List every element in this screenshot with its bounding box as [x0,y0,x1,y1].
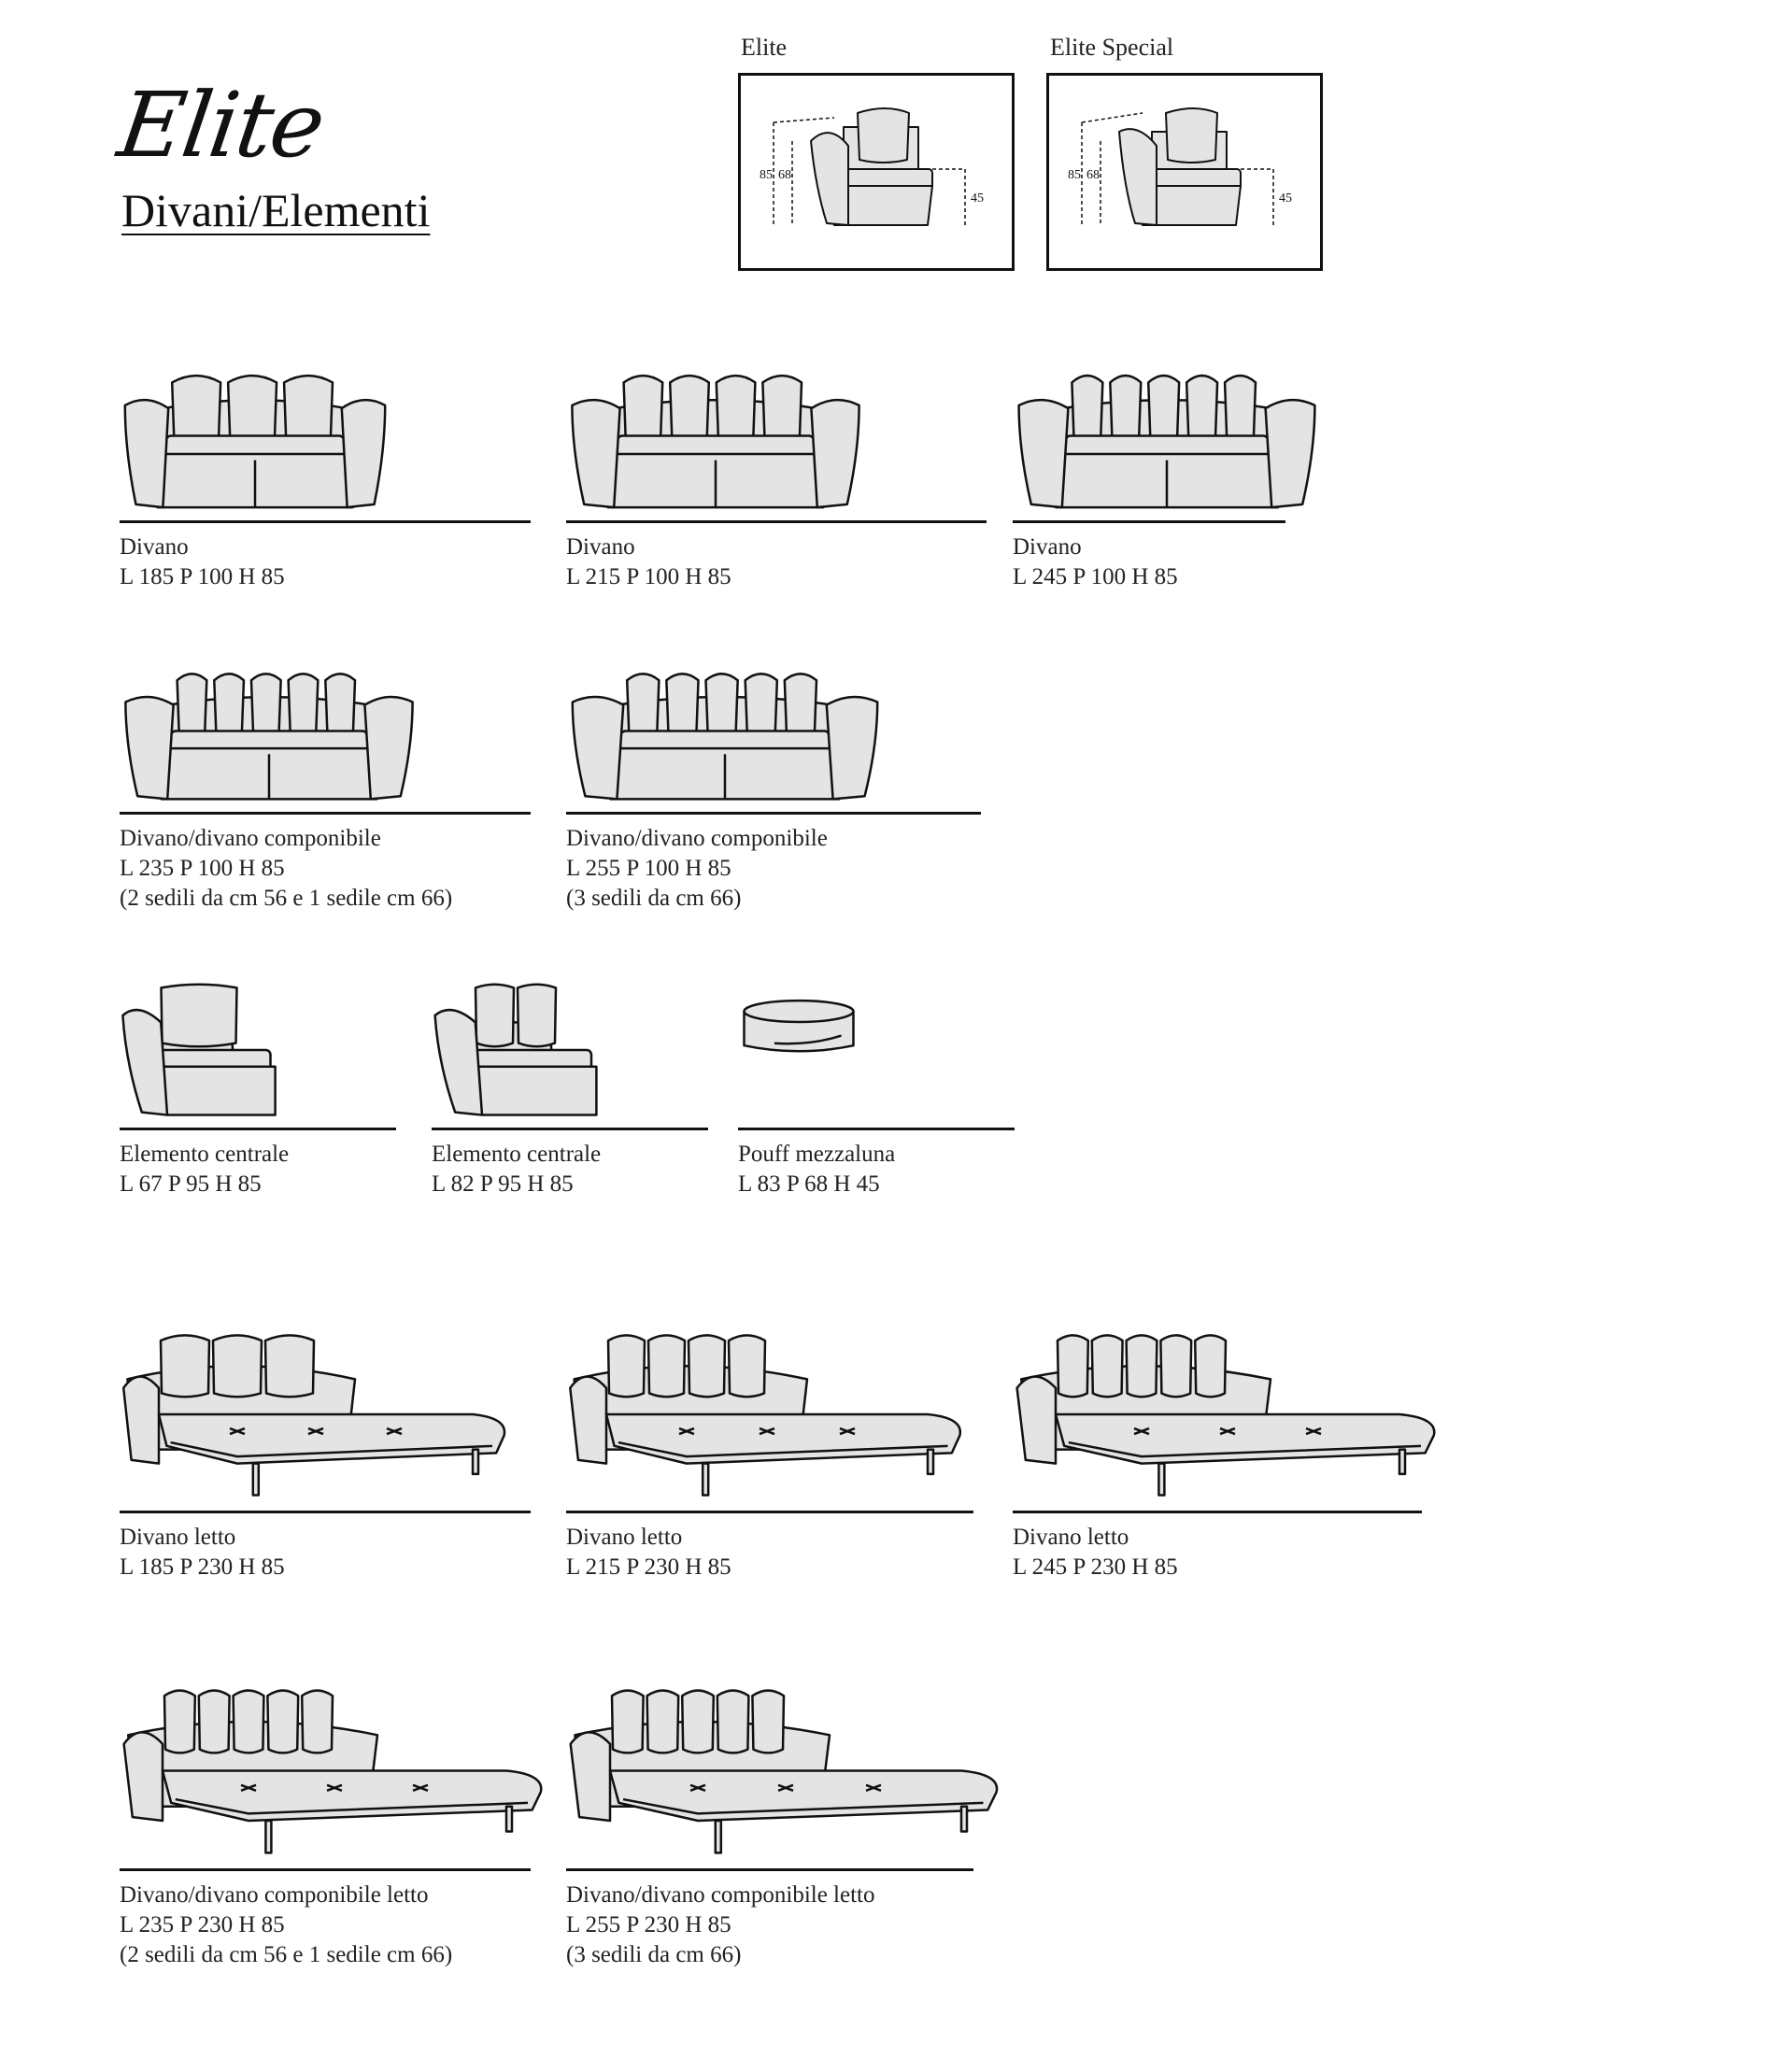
product-name: Pouff mezzaluna [738,1142,896,1167]
product-dimensions: L 255 P 230 H 85 [566,1912,731,1937]
armchair-element-icon [121,983,277,1116]
product-dimensions: L 215 P 100 H 85 [566,564,731,589]
four-seat-sofa-icon [571,374,860,509]
three-seat-sofa-icon [123,374,387,509]
product-dimensions: L 255 P 100 H 85 [566,856,731,881]
product-name: Divano [566,534,635,560]
product-name: Divano [1013,534,1082,560]
product-card: Divano letto L 185 P 230 H 85 [120,1327,531,1582]
product-dimensions: L 245 P 100 H 85 [1013,564,1178,589]
half-moon-pouf-icon [743,999,855,1053]
seat-height-label: 45 [1279,192,1292,206]
sofa-bed-icon [1015,1334,1436,1497]
product-name: Divano letto [1013,1525,1129,1550]
product-dimensions: L 235 P 230 H 85 [120,1912,285,1937]
product-card: Divano L 185 P 100 H 85 [120,360,531,592]
brand-title: Elite [112,73,330,177]
sofa-bed-icon [569,1334,962,1497]
divider [566,1868,973,1871]
divider [738,1128,1015,1130]
variant-label-elite-special: Elite Special [1050,34,1174,61]
modular-sofa-bed-icon [569,1689,999,1854]
product-dimensions: L 82 P 95 H 85 [432,1171,574,1197]
product-card: Divano L 245 P 100 H 85 [1013,360,1316,592]
product-card: Divano L 215 P 100 H 85 [566,360,987,592]
product-name: Divano/divano componibile letto [120,1882,429,1908]
divider [120,1868,531,1871]
divider [566,1511,973,1513]
product-dimensions: L 67 P 95 H 85 [120,1171,262,1197]
product-dimensions: L 185 P 100 H 85 [120,564,285,589]
product-card: Divano/divano componibile L 235 P 100 H 8… [120,659,531,914]
product-card: Elemento centrale L 82 P 95 H 85 [432,981,708,1199]
modular-sofa-bed-icon [122,1689,543,1854]
divider [432,1128,708,1130]
seat-back-height-label: 68 [1086,168,1100,182]
product-card: Divano/divano componibile L 255 P 100 H 8… [566,659,981,914]
divider [120,812,531,815]
variant-label-elite: Elite [741,34,788,61]
product-name: Elemento centrale [120,1142,290,1167]
modular-sofa-icon [571,673,879,801]
page-subtitle: Divani/Elementi [121,184,431,236]
armchair-dimension-icon: 85 68 45 [1068,107,1292,226]
seat-height-label: 45 [971,192,984,206]
product-card: Divano letto L 215 P 230 H 85 [566,1327,973,1582]
product-name: Divano letto [566,1525,683,1550]
product-card: Elemento centrale L 67 P 95 H 85 [120,981,396,1199]
divider [120,520,531,523]
product-name: Divano/divano componibile [566,826,828,851]
armchair-dimension-icon: 85 68 45 [760,107,984,226]
seat-back-height-label: 68 [778,168,791,182]
modular-sofa-icon [124,673,414,801]
product-note: (3 sedili da cm 66) [566,1942,742,1967]
product-name: Divano letto [120,1525,236,1550]
product-card: Divano/divano componibile letto L 255 P 2… [566,1682,999,1970]
product-name: Divano/divano componibile [120,826,381,851]
height-label: 85 [1068,168,1081,182]
armchair-element-icon [433,983,598,1116]
product-note: (2 sedili da cm 56 e 1 sedile cm 66) [120,1942,453,1967]
product-dimensions: L 235 P 100 H 85 [120,856,285,881]
height-label: 85 [760,168,773,182]
variant-elite-special-diagram: 85 68 45 [1046,73,1323,271]
divider [1013,520,1285,523]
product-name: Divano [120,534,189,560]
divider [566,520,987,523]
variant-elite-diagram: 85 68 45 [738,73,1015,271]
divider [566,812,981,815]
divider [120,1128,396,1130]
product-card: Divano/divano componibile letto L 235 P 2… [120,1682,543,1970]
product-card: Divano letto L 245 P 230 H 85 [1013,1327,1436,1582]
five-cushion-sofa-icon [1017,374,1316,509]
divider [120,1511,531,1513]
product-note: (3 sedili da cm 66) [566,886,742,911]
product-dimensions: L 83 P 68 H 45 [738,1171,880,1197]
product-dimensions: L 215 P 230 H 85 [566,1554,731,1580]
divider [1013,1511,1422,1513]
product-name: Elemento centrale [432,1142,602,1167]
sofa-bed-icon [121,1334,506,1497]
product-note: (2 sedili da cm 56 e 1 sedile cm 66) [120,886,453,911]
product-name: Divano/divano componibile letto [566,1882,875,1908]
product-dimensions: L 245 P 230 H 85 [1013,1554,1178,1580]
product-card: Pouff mezzaluna L 83 P 68 H 45 [738,981,1015,1199]
product-dimensions: L 185 P 230 H 85 [120,1554,285,1580]
